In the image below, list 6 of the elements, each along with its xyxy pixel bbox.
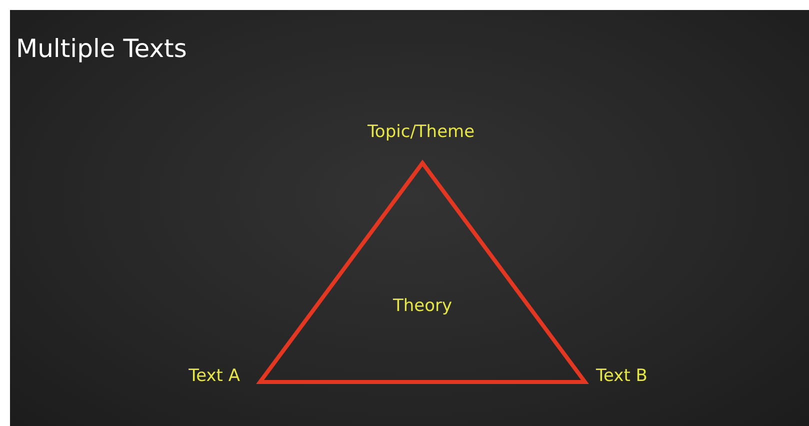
vertex-label: Text B bbox=[596, 366, 648, 386]
node-label: Theory bbox=[392, 296, 454, 316]
triangle bbox=[258, 161, 587, 384]
title: Multiple Texts bbox=[16, 34, 187, 63]
vertex-label: Text A bbox=[188, 366, 240, 386]
vertex-label: Topic/Theme bbox=[367, 122, 475, 142]
